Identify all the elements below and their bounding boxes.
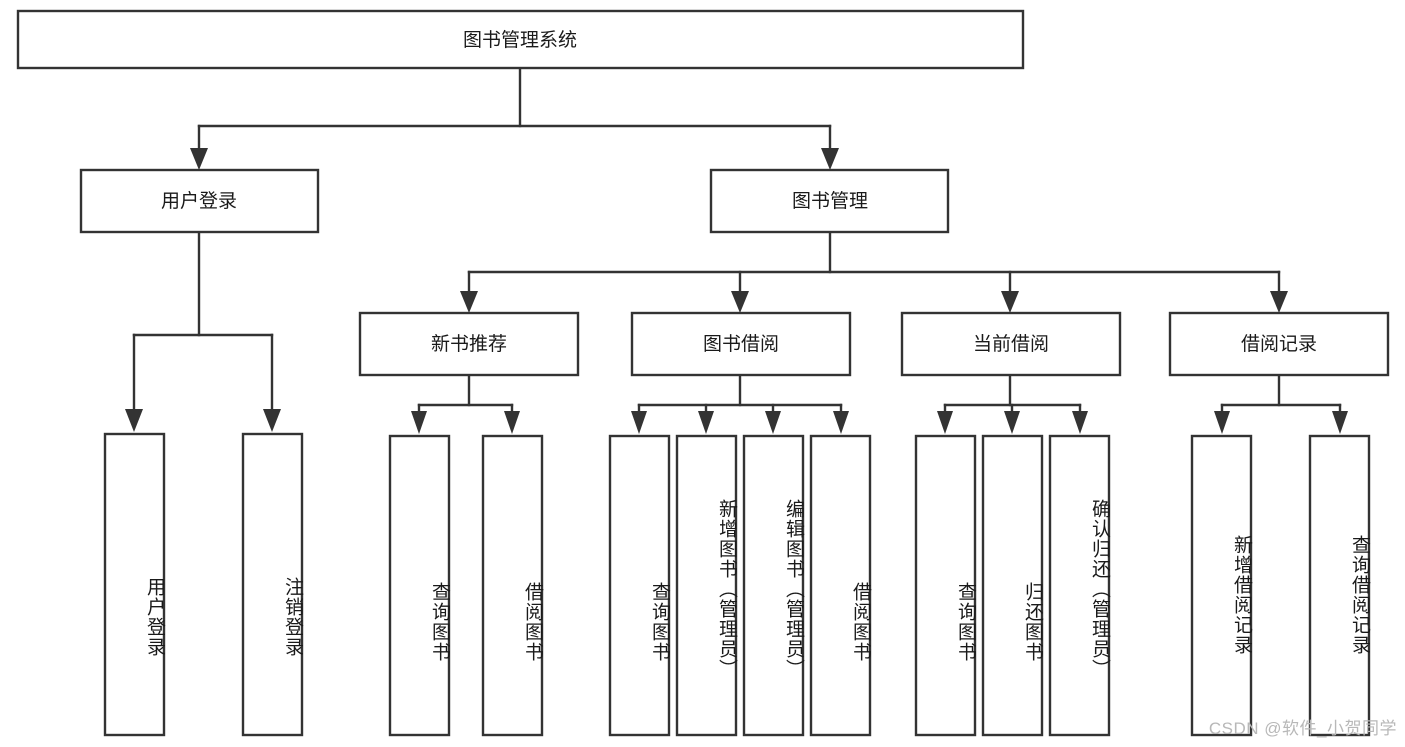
node-current-borrow-box[interactable] <box>900 311 1122 377</box>
leaf-box-confirm-return-admin[interactable] <box>1048 434 1111 737</box>
arrowhead-icon <box>1072 411 1088 434</box>
node-new-book-recommend-label: 新书推荐 <box>431 333 507 355</box>
arrowhead-icon <box>698 411 714 434</box>
leaf-box-query-borrow-record[interactable] <box>1308 434 1371 737</box>
node-user-login-box[interactable] <box>79 168 320 234</box>
arrowhead-icon <box>765 411 781 434</box>
arrowhead-icon <box>460 291 478 313</box>
node-user-login-label: 用户登录 <box>161 190 237 212</box>
leaf-box-user-login[interactable] <box>103 432 166 737</box>
node-book-management-box[interactable] <box>709 168 950 234</box>
leaf-box-borrow-book-recommend[interactable] <box>481 434 544 737</box>
leaf-box-add-book-admin[interactable] <box>675 434 738 737</box>
leaf-box-edit-book-admin[interactable] <box>742 434 805 737</box>
arrowhead-icon <box>731 291 749 313</box>
arrowhead-icon <box>190 148 208 170</box>
arrowhead-icon <box>263 409 281 432</box>
leaf-box-return-book[interactable] <box>981 434 1044 737</box>
arrowhead-icon <box>833 411 849 434</box>
node-current-borrow-label: 当前借阅 <box>973 333 1049 355</box>
leaf-box-query-book-recommend[interactable] <box>388 434 451 737</box>
leaf-box-add-borrow-record[interactable] <box>1190 434 1253 737</box>
arrowhead-icon <box>937 411 953 434</box>
node-book-borrow-label: 图书借阅 <box>703 333 779 355</box>
arrowhead-icon <box>125 409 143 432</box>
watermark-text: CSDN @软件_小贺同学 <box>1208 719 1397 738</box>
arrowhead-icon <box>411 411 427 434</box>
node-root-label: 图书管理系统 <box>463 29 577 51</box>
node-root-box[interactable] <box>16 9 1025 70</box>
leaf-box-logout[interactable] <box>241 432 304 737</box>
arrowhead-icon <box>1270 291 1288 313</box>
arrowheads-layer <box>125 148 1348 434</box>
arrowhead-icon <box>1214 411 1230 434</box>
arrowhead-icon <box>1001 291 1019 313</box>
arrowhead-icon <box>821 148 839 170</box>
arrowhead-icon <box>631 411 647 434</box>
node-book-borrow-box[interactable] <box>630 311 852 377</box>
leaf-box-borrow-book[interactable] <box>809 434 872 737</box>
arrowhead-icon <box>1004 411 1020 434</box>
leaf-box-query-book-current[interactable] <box>914 434 977 737</box>
leaf-box-query-book-borrow[interactable] <box>608 434 671 737</box>
nodes-layer: 图书管理系统 用户登录 图书管理 新书推荐 图书借阅 当前借阅 借阅记录 <box>16 9 1390 737</box>
node-book-management-label: 图书管理 <box>792 190 868 212</box>
arrowhead-icon <box>504 411 520 434</box>
node-borrow-record-box[interactable] <box>1168 311 1390 377</box>
node-borrow-record-label: 借阅记录 <box>1241 333 1317 355</box>
arrowhead-icon <box>1332 411 1348 434</box>
node-new-book-recommend-box[interactable] <box>358 311 580 377</box>
